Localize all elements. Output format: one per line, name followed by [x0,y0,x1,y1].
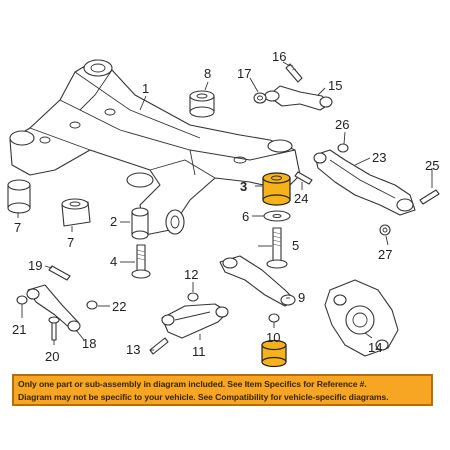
callout-21: 21 [12,322,26,337]
bolt-4 [131,244,151,279]
callout-17: 17 [237,66,251,81]
callout-9: 9 [298,290,305,305]
bushing-10-highlighted [261,313,287,368]
callout-22: 22 [112,299,126,314]
bolt-16 [285,63,303,83]
bolt-25 [419,189,440,205]
callout-26: 26 [335,117,349,132]
nut-22 [86,300,98,310]
callout-1: 1 [142,81,149,96]
callout-27: 27 [378,247,392,262]
callout-13: 13 [126,342,140,357]
bolt-19 [48,265,71,281]
callout-14: 14 [368,340,382,355]
callout-4: 4 [110,254,117,269]
nut-21 [16,295,28,305]
callout-19: 19 [28,258,42,273]
callout-23: 23 [372,150,386,165]
callout-11: 11 [192,344,206,359]
callout-7-right: 7 [67,235,74,250]
bushing-8 [189,90,215,118]
nut-27 [379,224,391,236]
callout-12: 12 [184,267,198,282]
notice-line-1: Only one part or sub-assembly in diagram… [18,379,367,389]
knuckle-14 [324,279,399,357]
washer-6 [263,210,291,222]
upper-control-arm-15 [264,85,333,111]
callout-24: 24 [294,191,308,206]
callout-20: 20 [45,349,59,364]
callout-15: 15 [328,78,342,93]
callout-labels: 1 2 3 4 5 6 7 7 8 9 10 11 12 13 14 15 16… [12,49,439,364]
notice-line-2: Diagram may not be specific to your vehi… [18,392,389,402]
bolt-20 [48,316,60,341]
callout-6: 6 [242,209,249,224]
compatibility-notice: Only one part or sub-assembly in diagram… [12,374,433,406]
callout-25: 25 [425,158,439,173]
callout-3: 3 [240,179,247,194]
bolt-5 [266,227,288,269]
mount-bushing-7-left [7,179,31,214]
callout-2: 2 [110,214,117,229]
nut-12 [187,292,199,302]
subframe-crossmember [9,59,301,236]
callout-5: 5 [292,238,299,253]
callout-7-left: 7 [14,220,21,235]
mount-bushing-7-right [61,198,91,227]
bolt-24 [294,171,313,185]
parts-diagram: 1 2 3 4 5 6 7 7 8 9 10 11 12 13 14 15 16… [7,49,440,368]
callout-16: 16 [272,49,286,64]
callout-8: 8 [204,66,211,81]
lower-control-arm-23 [313,149,416,216]
callout-18: 18 [82,336,96,351]
nut-26 [337,143,349,153]
bushing-2 [131,207,149,240]
callout-10: 10 [266,330,280,345]
trailing-link-18 [26,284,81,332]
lower-arm-11 [161,303,229,339]
bushing-3-highlighted [262,172,291,206]
link-arm-9 [219,255,296,307]
bolt-13 [149,337,169,355]
nut-17 [253,92,267,104]
leader-lines [17,61,433,351]
